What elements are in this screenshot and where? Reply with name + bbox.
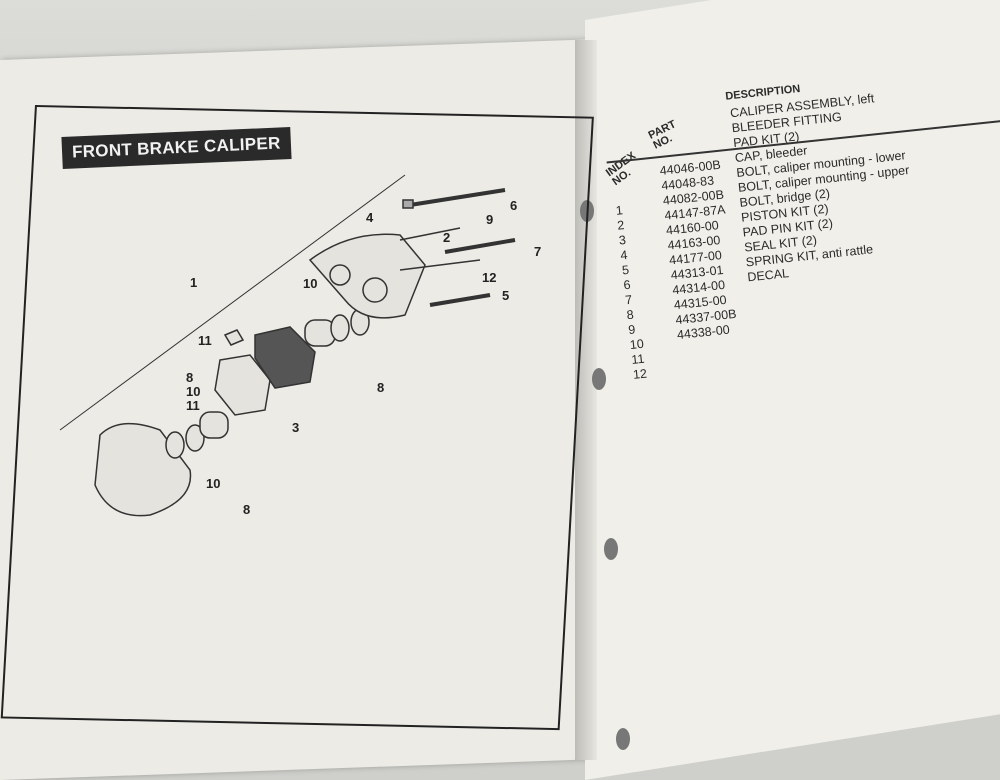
- callout-7: 7: [534, 244, 542, 259]
- brake-pad: [254, 326, 316, 389]
- callout-11: 11: [198, 333, 212, 348]
- binder-hole: [616, 728, 630, 750]
- callout-8: 8: [377, 380, 385, 395]
- callout-11: 11: [186, 398, 200, 413]
- callout-4: 4: [366, 210, 374, 225]
- callout-8: 8: [243, 502, 251, 517]
- callout-5: 5: [502, 288, 510, 303]
- exploded-parts-diagram: [59, 174, 516, 517]
- book-spine: [575, 40, 597, 760]
- callout-1: 1: [190, 275, 198, 290]
- binder-hole: [580, 200, 594, 222]
- callout-12: 12: [482, 270, 497, 285]
- callout-2: 2: [443, 230, 451, 245]
- callout-9: 9: [486, 212, 494, 227]
- binder-hole: [592, 368, 606, 390]
- binder-hole: [604, 538, 618, 560]
- brake-pad: [214, 354, 271, 416]
- callout-3: 3: [292, 420, 300, 435]
- callout-10: 10: [186, 384, 201, 399]
- callout-10: 10: [303, 276, 318, 291]
- callout-8: 8: [186, 370, 194, 385]
- callout-10: 10: [206, 476, 221, 491]
- callout-6: 6: [510, 198, 518, 213]
- caliper-body: [308, 233, 426, 319]
